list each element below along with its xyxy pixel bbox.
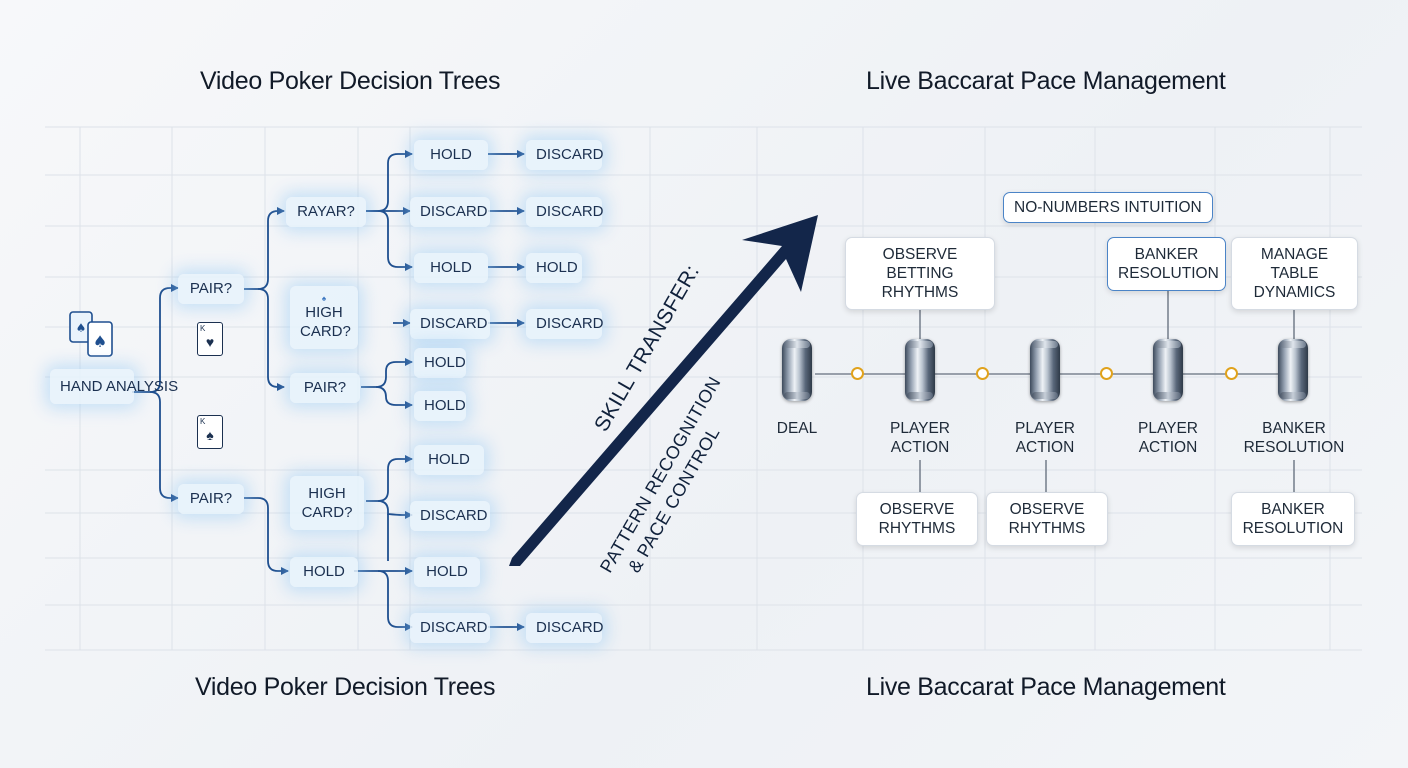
stage-label-banker: BANKER RESOLUTION <box>1243 420 1345 456</box>
node-l3-discard-1: DISCARD <box>410 197 490 227</box>
connector-dot <box>976 367 989 380</box>
node-l4-discard-4: DISCARD <box>526 613 604 643</box>
high-card-1-label: HIGH CARD? <box>300 304 351 340</box>
node-l3-hold-2: HOLD <box>414 253 488 283</box>
stage-cylinder-player-2 <box>1030 339 1060 401</box>
stage-cylinder-banker <box>1278 339 1308 401</box>
node-high-card-2: HIGH CARD? <box>290 476 364 530</box>
stage-cylinder-player-1 <box>905 339 935 401</box>
box-banker-resolution-top: BANKER RESOLUTION <box>1107 237 1226 291</box>
svg-text:♠: ♠ <box>93 332 107 351</box>
node-high-card-1: ♠ HIGH CARD? <box>290 286 358 349</box>
stage-cylinder-player-3 <box>1153 339 1183 401</box>
box-banker-resolution-bottom: BANKER RESOLUTION <box>1231 492 1355 546</box>
connector-dot <box>1100 367 1113 380</box>
title-poker-top: Video Poker Decision Trees <box>200 67 501 95</box>
title-baccarat-top: Live Baccarat Pace Management <box>866 67 1226 95</box>
connector-dot <box>851 367 864 380</box>
callout-no-numbers-intuition: NO-NUMBERS INTUITION <box>1003 192 1213 223</box>
cards-hand-icon: ♠ ♠ <box>68 310 120 367</box>
stage-cylinder-deal <box>782 339 812 401</box>
playing-card-heart: K♥ <box>197 322 223 356</box>
node-pair-1: PAIR? <box>178 274 244 304</box>
playing-card-spade: K♠ <box>197 415 223 449</box>
hand-analysis-label: HAND ANALYSIS <box>60 378 179 395</box>
node-l4-discard-1: DISCARD <box>526 140 604 170</box>
node-l3-hold-4: HOLD <box>414 391 466 421</box>
node-l4-hold: HOLD <box>526 253 582 283</box>
box-observe-betting-rhythms: OBSERVE BETTING RHYTHMS <box>845 237 995 310</box>
title-baccarat-bottom: Live Baccarat Pace Management <box>866 673 1226 701</box>
box-observe-rhythms-2: OBSERVE RHYTHMS <box>986 492 1108 546</box>
connector-dot <box>1225 367 1238 380</box>
heart-icon: ♥ <box>205 334 215 350</box>
node-l3-discard-4: DISCARD <box>410 613 490 643</box>
node-l3-hold-3: HOLD <box>414 348 466 378</box>
node-l3-hold-6: HOLD <box>414 557 480 587</box>
box-manage-table-dynamics: MANAGE TABLE DYNAMICS <box>1231 237 1358 310</box>
node-l4-discard-3: DISCARD <box>526 309 604 339</box>
node-pair-2: PAIR? <box>178 484 244 514</box>
title-poker-bottom: Video Poker Decision Trees <box>195 673 496 701</box>
box-observe-rhythms-1: OBSERVE RHYTHMS <box>856 492 978 546</box>
svg-text:♠: ♠ <box>76 321 87 335</box>
stage-label-deal: DEAL <box>776 420 818 437</box>
node-l3-discard-3: DISCARD <box>410 501 490 531</box>
node-pair-3: PAIR? <box>290 373 360 403</box>
node-rayar: RAYAR? <box>286 197 366 227</box>
node-l4-discard-2: DISCARD <box>526 197 604 227</box>
stage-label-player-3: PLAYER ACTION <box>1137 420 1199 456</box>
node-l3-hold-1: HOLD <box>414 140 488 170</box>
node-hold-level2: HOLD <box>290 557 358 587</box>
spade-mark-icon: ♠ <box>321 294 327 303</box>
spade-icon: ♠ <box>206 427 214 443</box>
node-hand-analysis: HAND ANALYSIS <box>50 369 178 404</box>
stage-label-player-1: PLAYER ACTION <box>889 420 951 456</box>
node-l3-hold-5: HOLD <box>414 445 484 475</box>
stage-label-player-2: PLAYER ACTION <box>1014 420 1076 456</box>
node-l3-discard-2: DISCARD <box>410 309 490 339</box>
